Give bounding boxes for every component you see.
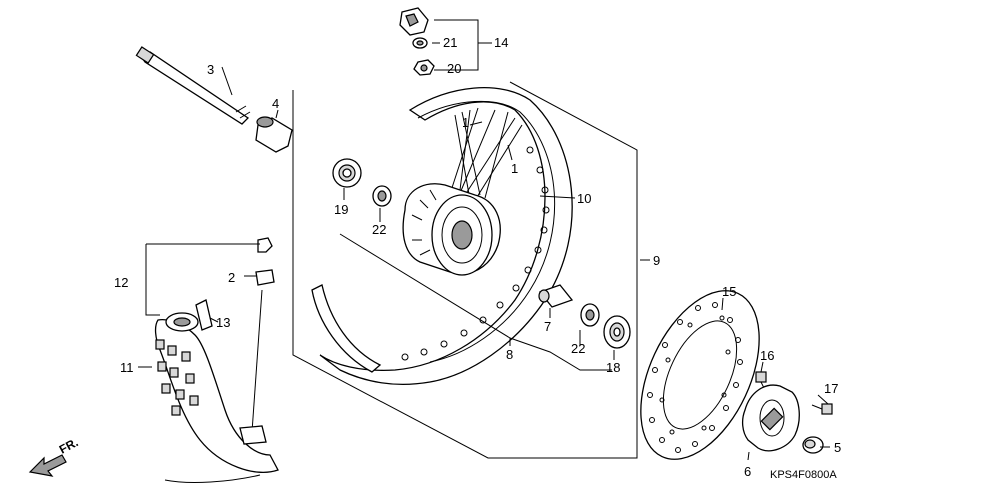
diagram-code: KPS4F0800A [770,469,837,481]
callout-11: 11 [120,360,134,375]
collar-5 [802,436,824,454]
washer-21 [412,37,428,49]
axle [135,46,251,125]
callout-1-lower: 1 [511,161,518,176]
nut-20 [413,59,435,76]
callout-3: 3 [207,62,214,77]
callout-13: 13 [216,315,230,330]
distance-collar-7 [538,284,574,308]
assembly-outline [292,81,638,459]
callout-19: 19 [334,202,348,217]
collar-4 [255,116,293,153]
callout-4: 4 [272,96,279,111]
wheel-hub [402,183,501,276]
brake-disc-15 [640,290,760,460]
callout-22-upper: 22 [372,222,386,237]
valve-nut-12 [257,237,273,253]
callout-18: 18 [606,360,620,375]
front-direction-label: FR. [57,435,81,456]
spacer-22-lower [580,303,600,327]
callout-15: 15 [722,284,736,299]
callout-12: 12 [114,275,128,290]
drive-plate-6 [741,384,800,452]
tube-13 [165,299,213,332]
callout-10: 10 [577,191,591,206]
callout-5: 5 [834,440,841,455]
bearing-19 [332,158,362,188]
callout-1-upper: 1 [462,115,469,130]
callout-6: 6 [744,464,751,479]
callout-16: 16 [760,348,774,363]
callout-9: 9 [653,253,660,268]
callout-7: 7 [544,319,551,334]
callout-2: 2 [228,270,235,285]
callout-8: 8 [506,347,513,362]
front-direction-arrow: FR. [28,435,81,477]
leader-lines [138,19,830,461]
bolt-17 [811,403,833,415]
callout-labels: 3 4 2 12 13 11 21 14 20 1 1 10 19 22 9 7… [114,35,841,479]
clip-14 [399,7,429,36]
tire-tread-blocks [155,339,199,416]
rim-spoke-holes [401,146,550,361]
callout-20: 20 [447,61,461,76]
callout-22-lower: 22 [571,341,585,356]
callout-21: 21 [443,35,457,50]
callout-14: 14 [494,35,508,50]
tire-11 [154,319,279,483]
valve-cap-2 [255,269,275,286]
disc-holes [647,302,743,453]
valve-stem [239,289,267,445]
callout-17: 17 [824,381,838,396]
spokes [447,107,523,206]
wheel-rim [311,87,573,385]
bearing-18 [603,315,631,349]
spacer-22-upper [372,185,392,207]
